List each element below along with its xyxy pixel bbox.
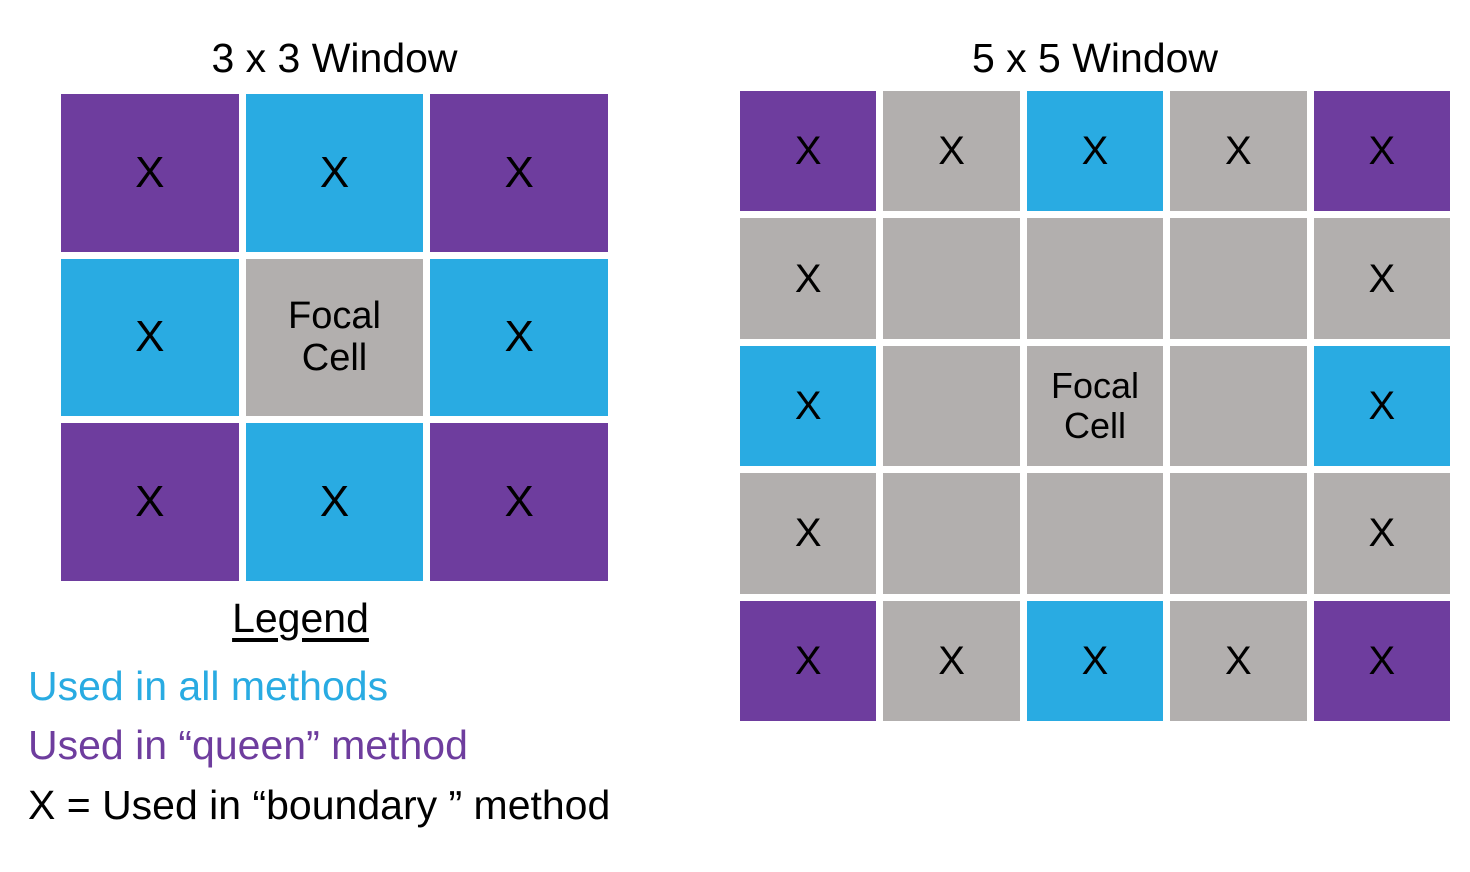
boundary-mark-x: X — [504, 312, 534, 362]
focal-cell-label: Focal Cell — [288, 294, 381, 380]
grid-cell-r3-c3: X — [430, 423, 608, 581]
grid-cell-r5-c5: X — [1313, 600, 1450, 721]
legend-entry-all-methods: Used in all methods — [28, 663, 389, 709]
legend-entry-list: Used in all methods Used in “queen” meth… — [28, 657, 728, 835]
grid-cell-r4-c4 — [1170, 473, 1307, 594]
boundary-mark-x: X — [1368, 129, 1396, 174]
boundary-mark-x: X — [135, 477, 165, 527]
grid-cell-r3-c4 — [1170, 345, 1307, 467]
boundary-mark-x: X — [504, 147, 534, 197]
focal-cell-label: Focal Cell — [1050, 364, 1139, 446]
grid-cell-r2-c1: X — [61, 258, 239, 417]
grid-cell-r2-c1: X — [740, 218, 877, 339]
grid-cell-r5-c2: X — [883, 600, 1020, 721]
panel-title-5x5: 5 x 5 Window — [971, 35, 1219, 81]
grid-cell-r4-c3 — [1026, 473, 1164, 594]
grid-cell-r5-c3: X — [1026, 600, 1164, 721]
grid-cell-r2-c3 — [1026, 218, 1164, 339]
grid-cell-r3-c1: X — [740, 345, 877, 467]
boundary-mark-x: X — [1368, 383, 1396, 428]
grid-cell-r2-c3: X — [430, 258, 608, 417]
boundary-mark-x: X — [1081, 638, 1109, 683]
boundary-mark-x: X — [1225, 129, 1252, 174]
boundary-mark-x: X — [135, 147, 165, 197]
grid-cell-r5-c1: X — [740, 600, 877, 721]
boundary-mark-x: X — [794, 638, 822, 683]
grid-cell-r2-c5: X — [1313, 218, 1450, 339]
boundary-mark-x: X — [938, 129, 965, 174]
grid-cell-r1-c3: X — [430, 94, 608, 252]
legend-entry-queen-method: Used in “queen” method — [28, 722, 468, 769]
boundary-mark-x: X — [1225, 638, 1252, 683]
grid-cell-r4-c2 — [883, 473, 1020, 594]
grid-cell-r3-c2: X — [245, 423, 424, 581]
boundary-mark-x: X — [319, 477, 350, 527]
boundary-mark-x: X — [1368, 638, 1396, 683]
boundary-mark-x: X — [504, 477, 534, 527]
boundary-mark-x: X — [794, 129, 822, 174]
grid-cell-r4-c1: X — [740, 473, 877, 594]
boundary-mark-x: X — [1368, 511, 1396, 556]
grid-cell-r5-c4: X — [1170, 600, 1307, 721]
boundary-mark-x: X — [1368, 256, 1396, 301]
grid-cell-r3-c5: X — [1313, 345, 1450, 467]
grid-cell-r1-c3: X — [1026, 91, 1164, 212]
boundary-mark-x: X — [794, 511, 822, 556]
boundary-mark-x: X — [319, 147, 350, 197]
grid-cell-r3-c1: X — [61, 423, 239, 581]
boundary-mark-x: X — [794, 383, 822, 428]
panel-title-3x3: 3 x 3 Window — [211, 35, 458, 81]
grid-cell-r2-c2: Focal Cell — [245, 258, 424, 417]
grid-cell-r1-c2: X — [245, 94, 424, 252]
grid-cell-r2-c2 — [883, 218, 1020, 339]
grid-cell-r1-c2: X — [883, 91, 1020, 212]
grid-cell-r3-c3: Focal Cell — [1026, 345, 1164, 467]
legend-title: Legend — [232, 595, 369, 641]
legend: Legend Used in all methods Used in “quee… — [28, 598, 728, 835]
boundary-mark-x: X — [794, 256, 822, 301]
grid-cell-r2-c4 — [1170, 218, 1307, 339]
grid-cell-r1-c4: X — [1170, 91, 1307, 212]
boundary-mark-x: X — [135, 312, 165, 362]
grid-cell-r4-c5: X — [1313, 473, 1450, 594]
grid-cell-r1-c1: X — [61, 94, 239, 252]
boundary-mark-x: X — [1081, 129, 1109, 174]
grid-cell-r3-c2 — [883, 345, 1020, 467]
boundary-mark-x: X — [938, 638, 965, 683]
grid-cell-r1-c1: X — [740, 91, 877, 212]
grid-cell-r1-c5: X — [1313, 91, 1450, 212]
legend-entry-boundary-method: X = Used in “boundary ” method — [28, 781, 611, 828]
